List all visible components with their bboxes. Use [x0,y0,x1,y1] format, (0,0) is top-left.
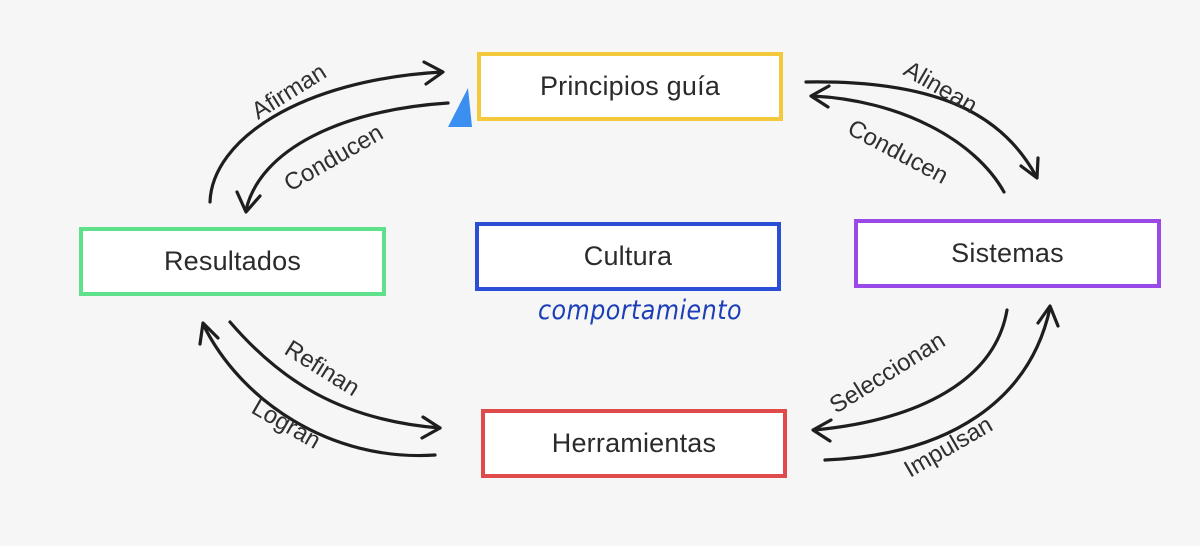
label-afirman: Afirman [247,58,331,125]
label-logran: Logran [247,394,325,455]
node-sistemas[interactable]: Sistemas [854,219,1161,288]
node-herramientas-label: Herramientas [551,428,717,458]
arrowhead-conducen-left [235,190,262,214]
arrowhead-conducen-right [809,84,831,109]
arrow-refinan [228,320,442,430]
node-resultados[interactable]: Resultados [79,227,386,296]
label-alinean: Alinean [899,56,982,119]
label-refinan: Refinan [280,335,364,402]
comportamiento-annotation: comportamiento [538,295,742,326]
arrowhead-afirman [422,60,445,86]
arrowhead-impulsan [1036,304,1060,328]
label-conducen-right: Conducen [843,114,952,189]
node-cultura-label: Cultura [583,241,673,271]
arrowhead-logran [198,321,220,346]
arrowhead-alinean [1019,156,1040,180]
node-cultura[interactable]: Cultura [475,222,781,291]
arrow-afirman [208,70,444,204]
arrowhead-seleccionan [811,418,833,443]
label-seleccionan: Seleccionan [825,327,950,419]
node-herramientas[interactable]: Herramientas [481,409,787,478]
node-principios-guia-label: Principios guía [539,71,721,101]
node-resultados-label: Resultados [163,246,302,276]
arrow-logran [201,322,437,458]
node-principios-guia[interactable]: Principios guía [477,52,783,121]
arrow-alinean [804,80,1038,178]
label-conducen-left: Conducen [280,119,388,197]
pointer-triangle-icon [448,88,472,127]
arrow-conducen-right [810,94,1006,194]
node-sistemas-label: Sistemas [951,238,1064,268]
arrow-impulsan [823,306,1052,462]
arrow-seleccionan [812,308,1009,432]
arrow-conducen-left [244,101,450,212]
arrowhead-refinan [420,415,442,440]
